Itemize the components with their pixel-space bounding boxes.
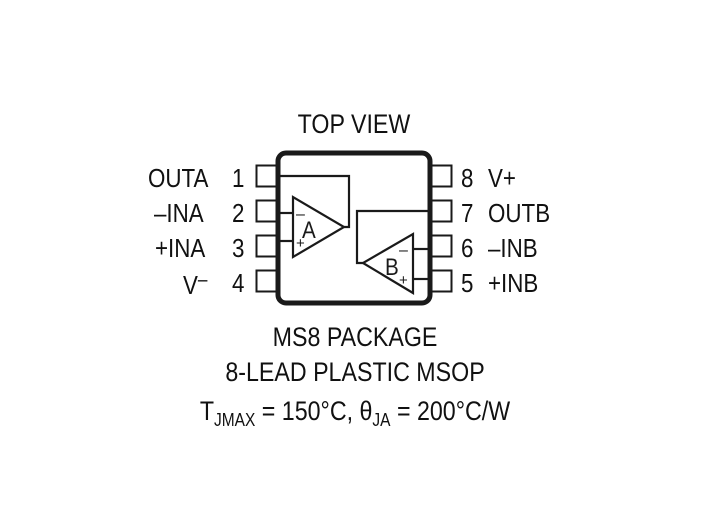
pin-5-pad: [430, 269, 453, 293]
theta-subscript: JA: [372, 410, 391, 430]
opamp-a-label: A: [302, 217, 316, 244]
pin-1-name: OUTA: [148, 163, 209, 193]
opamp-b-feedback-wire: [355, 209, 428, 265]
theta-value: = 200°C/W: [390, 396, 511, 426]
pin-2-number: 2: [232, 198, 245, 228]
tj-subscript: JMAX: [214, 410, 256, 430]
opamp-a: [280, 174, 351, 259]
pin-6-name: –INB: [488, 233, 538, 263]
pin-2-name: –INA: [154, 198, 204, 228]
pin-4-pad: [255, 269, 278, 293]
opamp-a-plus-sign: +: [296, 235, 305, 252]
package-description: 8-LEAD PLASTIC MSOP: [225, 357, 485, 387]
pin-1-pad: [255, 164, 278, 188]
opamp-b-minus-sign: –: [399, 242, 408, 259]
opamp-b: [355, 209, 428, 295]
pin-8-name: V+: [488, 163, 516, 193]
pin-3-name: +INA: [155, 233, 206, 263]
pin-6-pad: [430, 234, 453, 258]
package-outline: [275, 150, 433, 306]
package-name: MS8 PACKAGE: [272, 322, 438, 352]
pin-2-pad: [255, 199, 278, 223]
opamp-b-triangle-icon: [360, 232, 415, 295]
pin-3-pad: [255, 234, 278, 258]
pin-6-number: 6: [461, 233, 474, 263]
pin-5-name: +INB: [488, 268, 539, 298]
pin-1-number: 1: [232, 163, 245, 193]
opamp-b-plus-sign: +: [399, 272, 408, 289]
tj-value: = 150°C,: [255, 396, 360, 426]
thermal-specs: TJMAX = 150°C, θJA = 200°C/W: [199, 396, 511, 430]
opamp-a-triangle-icon: [291, 195, 347, 259]
top-view-title: TOP VIEW: [297, 109, 411, 139]
pin-4-name: V–: [183, 269, 208, 300]
pin-3-number: 3: [232, 233, 245, 263]
pin-7-number: 7: [461, 198, 474, 228]
pin-8-pad: [430, 164, 453, 188]
theta-symbol: θ: [359, 396, 373, 426]
tj-symbol: T: [199, 396, 215, 426]
opamp-b-label: B: [385, 254, 399, 281]
opamp-a-feedback-wire: [280, 174, 351, 229]
pin-4-number: 4: [232, 268, 245, 298]
opamp-a-minus-sign: –: [296, 206, 305, 223]
pin-5-number: 5: [461, 268, 474, 298]
pin-7-name: OUTB: [488, 198, 551, 228]
pin-7-pad: [430, 199, 453, 223]
pin-8-number: 8: [461, 163, 474, 193]
